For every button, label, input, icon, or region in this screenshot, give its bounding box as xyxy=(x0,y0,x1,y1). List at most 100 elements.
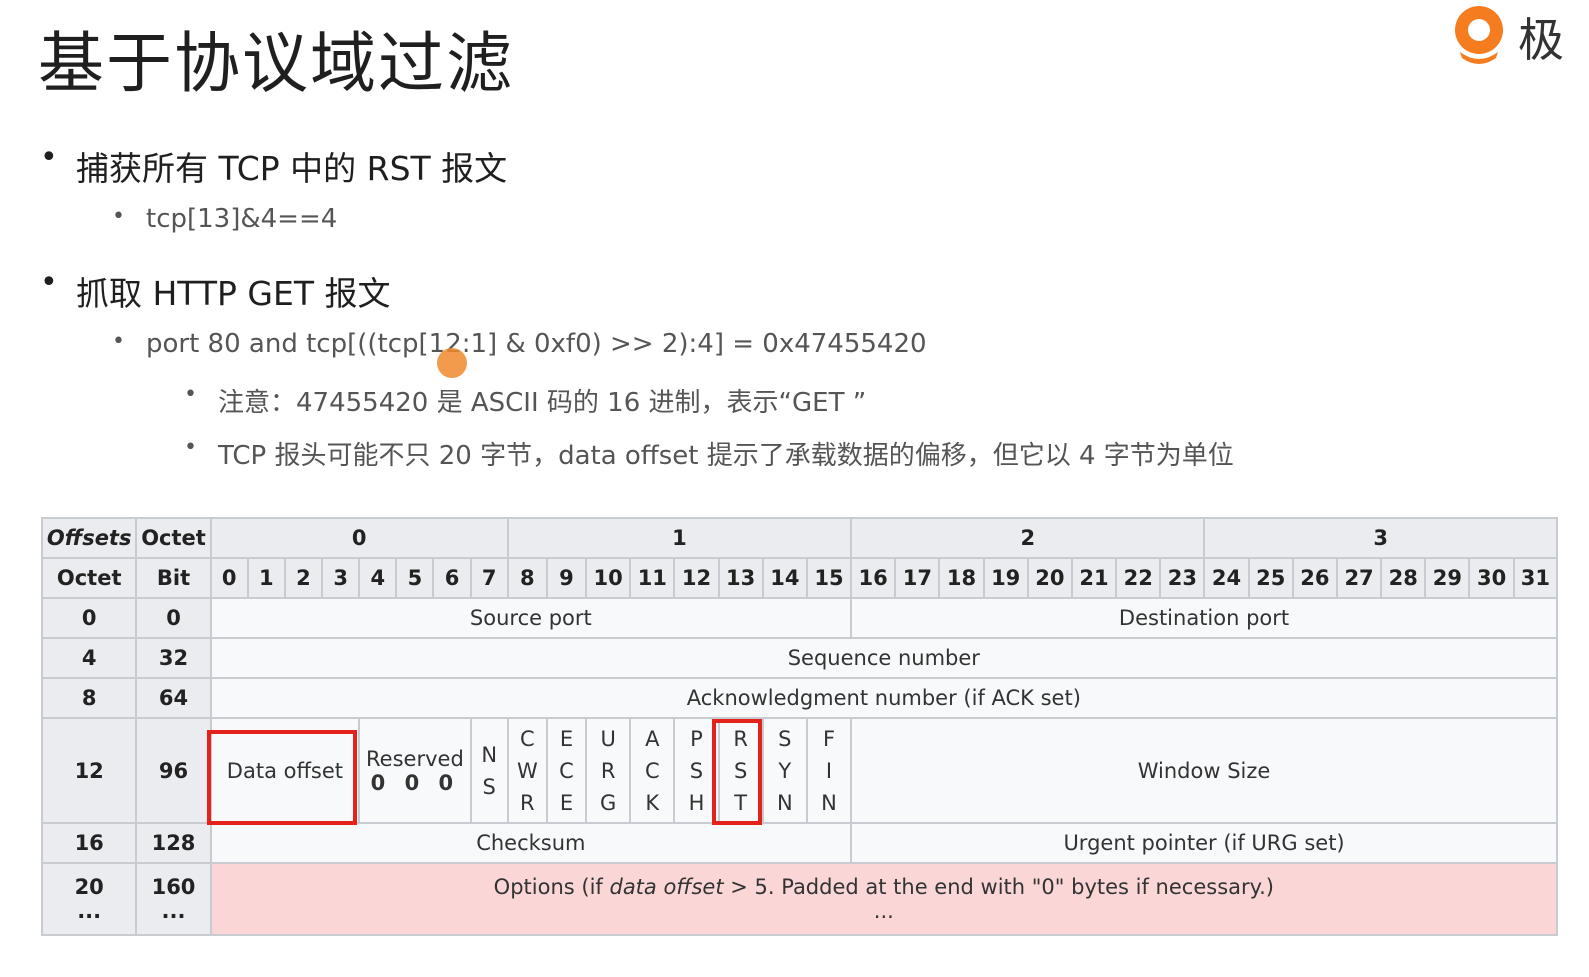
bit-header: 21 xyxy=(1070,557,1118,599)
bit-header: 16 xyxy=(850,557,897,599)
bullet-dot: • xyxy=(40,265,58,300)
bullet-rst-filter-text: tcp[13]&4==4 xyxy=(146,204,338,234)
bit-header: 20 xyxy=(1026,557,1073,599)
table-row: 8 64 Acknowledgment number (if ACK set) xyxy=(40,677,1559,719)
bullet-dot: • xyxy=(184,435,197,460)
bit-header: 30 xyxy=(1468,557,1515,599)
flag-letter: S xyxy=(733,758,748,783)
row-octet-options: 20 ... xyxy=(40,862,138,936)
flag-letter: C xyxy=(644,758,660,783)
bit-header: 18 xyxy=(938,557,985,599)
bit-header: 14 xyxy=(761,557,808,599)
bit-header: 31 xyxy=(1512,557,1559,599)
flag-letter: F xyxy=(822,726,836,751)
bit-header: 24 xyxy=(1203,557,1250,599)
tcp-header-table: Offsets Octet 0 1 2 3 Octet Bit 0 1 2 3 … xyxy=(40,517,1559,936)
row-octet: 0 xyxy=(40,597,138,639)
options-text: Options (if data offset > 5. Padded at t… xyxy=(213,875,1555,899)
flag-cwr: C W R xyxy=(506,717,548,824)
row-bit: 128 xyxy=(135,822,212,864)
flag-letter: R xyxy=(733,726,748,751)
flag-letter: H xyxy=(688,790,705,815)
bit-header: 10 xyxy=(585,557,632,599)
window-size-field: Window Size xyxy=(850,717,1558,824)
source-port-field: Source port xyxy=(209,597,853,639)
destination-port-field: Destination port xyxy=(850,597,1558,639)
table-row: 12 96 Data offset Reserved 0 0 0 N S C W… xyxy=(40,717,1558,824)
flag-ack: A C K xyxy=(629,717,676,824)
bullet-dot: • xyxy=(112,204,125,229)
checksum-field: Checksum xyxy=(209,822,853,864)
reserved-field: Reserved 0 0 0 xyxy=(358,717,472,824)
reserved-label: Reserved xyxy=(366,746,464,771)
bit-header: 9 xyxy=(545,557,588,599)
flag-letter: S xyxy=(689,758,704,783)
flag-letter: K xyxy=(645,790,660,815)
bit-header-row: Octet Bit 0 1 2 3 4 5 6 7 8 9 10 11 12 1… xyxy=(40,557,1559,599)
data-offset-highlight-box xyxy=(207,730,357,825)
options-field: Options (if data offset > 5. Padded at t… xyxy=(209,862,1559,936)
flag-letter: R xyxy=(520,790,535,815)
table-row: 0 0 Source port Destination port xyxy=(40,597,1558,639)
bit-header: 27 xyxy=(1335,557,1383,599)
flag-letter: P xyxy=(690,726,703,751)
bit-header: 7 xyxy=(469,557,509,599)
octet-0-header: 0 xyxy=(209,517,509,559)
flag-letter: S xyxy=(482,774,496,799)
flag-letter: R xyxy=(600,758,616,783)
bit-header: 29 xyxy=(1424,557,1471,599)
bullet-dot: • xyxy=(184,382,197,407)
row-octet: 12 xyxy=(40,717,138,824)
offsets-header: Offsets xyxy=(40,517,138,559)
flag-letter: N xyxy=(776,790,793,815)
row-ellipsis: ... xyxy=(161,899,186,923)
flag-syn: S Y N xyxy=(761,717,808,824)
flag-letter: E xyxy=(559,726,574,751)
flag-letter: G xyxy=(599,790,617,815)
bit-header: 13 xyxy=(717,557,764,599)
flag-letter: C xyxy=(559,758,574,783)
table-row: 4 32 Sequence number xyxy=(40,637,1559,679)
octet-1-header: 1 xyxy=(506,517,853,559)
flag-psh: P S H xyxy=(673,717,720,824)
table-row: 16 128 Checksum Urgent pointer (if URG s… xyxy=(40,822,1558,864)
flag-letter: C xyxy=(520,726,535,751)
flag-letter: S xyxy=(778,726,792,751)
bullet-note-ascii-text: 注意：47455420 是 ASCII 码的 16 进制，表示“GET ” xyxy=(218,388,867,418)
flag-letter: E xyxy=(559,790,574,815)
row-octet: 8 xyxy=(40,677,138,719)
row-bit: 64 xyxy=(135,677,212,719)
bullet-dot: • xyxy=(112,329,125,354)
bit-header: 28 xyxy=(1380,557,1427,599)
reserved-bits: 0 0 0 xyxy=(370,770,460,795)
logo-text: 极 xyxy=(1518,13,1564,67)
bullet-http-get-text: 抓取 HTTP GET 报文 xyxy=(76,274,391,313)
bit-header: 15 xyxy=(805,557,853,599)
bit-header: 6 xyxy=(432,557,472,599)
row-ellipsis: ... xyxy=(77,899,102,923)
rst-flag-highlight-box xyxy=(712,719,762,825)
bit-header: 4 xyxy=(358,557,398,599)
bit-header: 3 xyxy=(321,557,361,599)
bit-header: 26 xyxy=(1291,557,1338,599)
octet-col-header: Octet xyxy=(40,557,138,599)
flag-letter: I xyxy=(825,758,833,783)
bit-header: 12 xyxy=(673,557,720,599)
logo-mark-icon xyxy=(1455,6,1503,64)
bit-header: 0 xyxy=(209,557,249,599)
flag-ns: N S xyxy=(469,717,509,824)
flag-letter: Y xyxy=(778,758,792,783)
flag-rst: R S T xyxy=(717,717,764,824)
flag-letter: N xyxy=(481,742,498,767)
octet-header-row: Offsets Octet 0 1 2 3 xyxy=(40,517,1558,559)
bit-header: 8 xyxy=(506,557,548,599)
row-bit: 0 xyxy=(135,597,212,639)
bit-header: 2 xyxy=(283,557,324,599)
octet-header: Octet xyxy=(135,517,212,559)
flag-letter: W xyxy=(516,758,538,783)
flag-letter: A xyxy=(645,726,660,751)
bit-header: 23 xyxy=(1159,557,1206,599)
bit-header: 5 xyxy=(395,557,435,599)
bit-header: 19 xyxy=(982,557,1029,599)
bit-header: 1 xyxy=(246,557,286,599)
